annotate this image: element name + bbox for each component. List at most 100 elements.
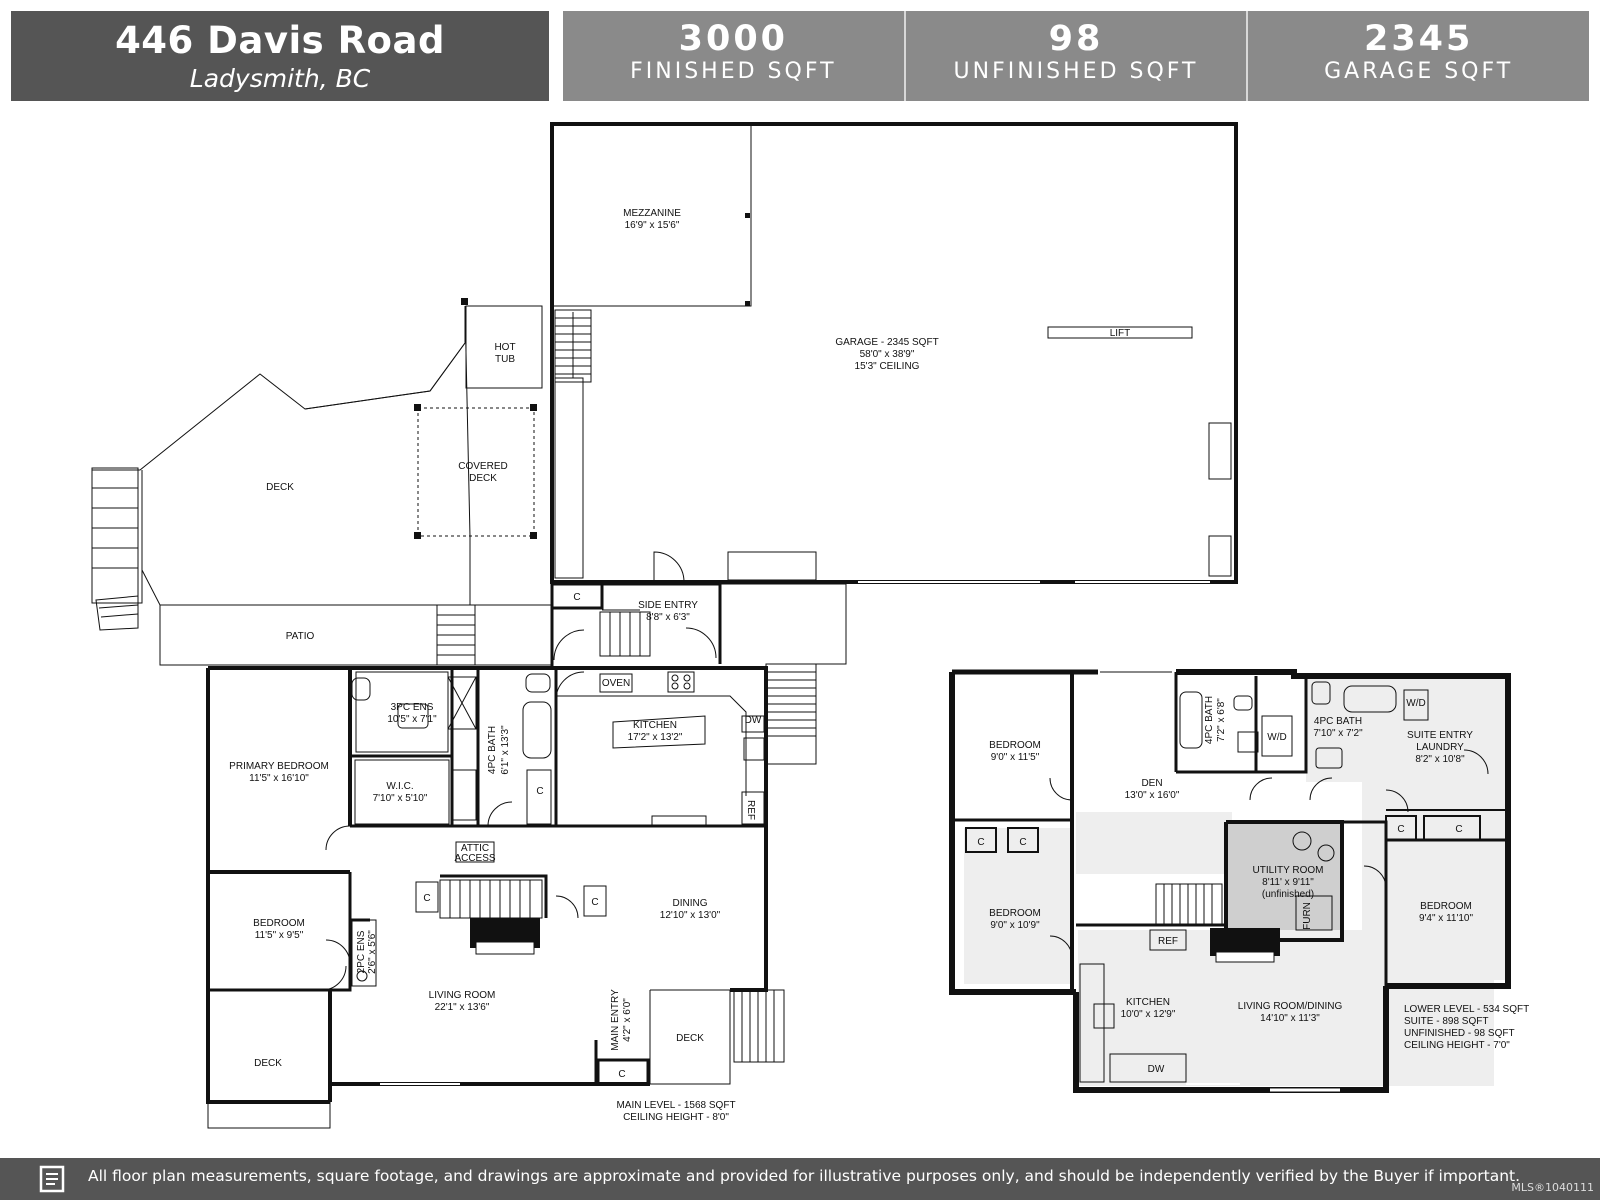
main-level-ceiling: CEILING HEIGHT - 8'0" (623, 1112, 729, 1123)
closet-label: C (1455, 824, 1462, 835)
stat-finished: 3000 FINISHED SQFT (563, 11, 904, 101)
garage-dims: 58'0" x 38'9" (860, 349, 915, 360)
washer-dryer-label-2: W/D (1406, 698, 1425, 709)
stat-value: 3000 (678, 19, 789, 59)
deck-steps (91, 467, 139, 631)
lower-bath-b-label: 4PC BATH (1314, 716, 1362, 727)
attic-label-2: ACCESS (454, 853, 495, 864)
living-room-label: LIVING ROOM (429, 990, 496, 1001)
ens3pc-dims: 10'5" x 7'1" (387, 714, 437, 725)
furnace-label: FURN (1302, 902, 1313, 930)
suite-entry-dims: 8'2" x 10'8" (1415, 754, 1465, 765)
utility-room-fill (1226, 822, 1342, 932)
lower-bedroom2-dims: 9'0" x 10'9" (990, 920, 1040, 931)
closet-label: C (1019, 837, 1026, 848)
lower-living-dims: 14'10" x 11'3" (1260, 1013, 1320, 1024)
lower-kitchen-dims: 10'0" x 12'9" (1121, 1009, 1176, 1020)
covered-deck-label: COVERED (458, 461, 507, 472)
lower-bedroom3-label: BEDROOM (1420, 901, 1472, 912)
den-label: DEN (1141, 778, 1162, 789)
closet-label: C (573, 592, 580, 603)
kitchen-label: KITCHEN (633, 720, 677, 731)
dishwasher-label: DW (745, 715, 762, 726)
utility-label: UTILITY ROOM (1253, 865, 1324, 876)
document-icon (39, 1165, 65, 1193)
dining-label: DINING (673, 898, 708, 909)
bath4pc-dims: 6'1" x 13'3" (500, 725, 511, 775)
mezzanine-label: MEZZANINE (623, 208, 681, 219)
stairs (554, 309, 592, 383)
address-banner: 446 Davis Road Ladysmith, BC (11, 11, 549, 101)
lower-room-labels: BEDROOM 9'0" x 11'5" DEN 13'0" x 16'0" 4… (977, 696, 1473, 1075)
hot-tub-label: HOT (494, 342, 515, 353)
stat-unfinished: 98 UNFINISHED SQFT (903, 11, 1247, 101)
hot-tub-outline (465, 305, 543, 389)
primary-bedroom-label: PRIMARY BEDROOM (229, 761, 329, 772)
garage-label: GARAGE - 2345 SQFT (835, 337, 938, 348)
deck-small-label: DECK (676, 1033, 704, 1044)
lower-level-sqft: LOWER LEVEL - 534 SQFT (1404, 1004, 1529, 1015)
wic-dims: 7'10" x 5'10" (373, 793, 428, 804)
mls-number: MLS®1040111 (1511, 1181, 1594, 1194)
closet-label: C (618, 1069, 625, 1080)
lower-bath-a-label: 4PC BATH (1204, 696, 1215, 744)
closet-label: C (536, 786, 543, 797)
stat-value: 2345 (1363, 19, 1474, 59)
suite-laundry-label: LAUNDRY (1416, 742, 1464, 753)
lower-bath-b-dims: 7'10" x 7'2" (1313, 728, 1363, 739)
central-stairs (439, 879, 543, 919)
stat-label: GARAGE SQFT (1324, 59, 1514, 84)
utility-unfinished: (unfinished) (1262, 889, 1314, 900)
lower-bedroom1-dims: 9'0" x 11'5" (991, 752, 1040, 763)
lower-bath-a-dims: 7'2" x 6'8" (1216, 698, 1227, 742)
bath4pc-label: 4PC BATH (487, 726, 498, 774)
patio-outline (159, 604, 553, 666)
lower-wall (949, 672, 1076, 995)
stat-label: UNFINISHED SQFT (953, 59, 1199, 84)
unfinished-sqft: UNFINISHED - 98 SQFT (1404, 1028, 1515, 1039)
living-room-dims: 22'1" x 13'6" (435, 1002, 490, 1013)
stat-value: 98 (1048, 19, 1104, 59)
lower-bedroom1-label: BEDROOM (989, 740, 1041, 751)
city-subtitle: Ladysmith, BC (189, 64, 371, 93)
ens3pc-label: 3PC ENS (391, 702, 434, 713)
closet-label: C (423, 893, 430, 904)
closet-label: C (1397, 824, 1404, 835)
covered-deck-label-2: DECK (469, 473, 497, 484)
utility-dims: 8'11' x 9'11" (1262, 877, 1314, 888)
stat-garage: 2345 GARAGE SQFT (1246, 11, 1589, 101)
garage-ceiling: 15'3" CEILING (855, 361, 920, 372)
disclaimer-text: All floor plan measurements, square foot… (88, 1167, 1521, 1185)
deck-left-label: DECK (254, 1058, 282, 1069)
room-labels: MEZZANINE 16'9" x 15'6" GARAGE - 2345 SQ… (229, 208, 1130, 1123)
side-entry-label: SIDE ENTRY (638, 600, 698, 611)
bedroom-label: BEDROOM (253, 918, 305, 929)
lower-dishwasher-label: DW (1148, 1064, 1165, 1075)
mezzanine-dims: 16'9" x 15'6" (625, 220, 680, 231)
lower-ceiling: CEILING HEIGHT - 7'0" (1404, 1040, 1510, 1051)
lower-level-note: LOWER LEVEL - 534 SQFT SUITE - 898 SQFT … (1404, 1004, 1529, 1051)
deck-outline (91, 305, 471, 606)
closet-label: C (977, 837, 984, 848)
left-deck-outline (207, 989, 331, 1129)
lower-bedroom2-label: BEDROOM (989, 908, 1041, 919)
address-title: 446 Davis Road (115, 19, 445, 62)
lift-outline (1047, 326, 1193, 339)
lower-kitchen-label: KITCHEN (1126, 997, 1170, 1008)
patio-label: PATIO (286, 631, 315, 642)
wic-label: W.I.C. (386, 781, 413, 792)
lower-living-label: LIVING ROOM/DINING (1238, 1001, 1343, 1012)
side-entry-dims: 8'8" x 6'3" (646, 612, 690, 623)
main-level-sqft: MAIN LEVEL - 1568 SQFT (616, 1100, 735, 1111)
disclaimer-bar: All floor plan measurements, square foot… (0, 1158, 1600, 1200)
dining-dims: 12'10" x 13'0" (660, 910, 721, 921)
stat-label: FINISHED SQFT (630, 59, 837, 84)
ens2pc-dims: 2'6" x 5'6" (367, 930, 378, 974)
suite-sqft: SUITE - 898 SQFT (1404, 1016, 1488, 1027)
deck-label: DECK (266, 482, 294, 493)
lower-fridge-label: REF (1158, 936, 1178, 947)
main-entry-dims: 4'2" x 6'0" (622, 998, 633, 1042)
mezzanine-outline (552, 124, 752, 307)
bedroom-dims: 11'5" x 9'5" (255, 930, 304, 941)
oven-label: OVEN (602, 678, 630, 689)
